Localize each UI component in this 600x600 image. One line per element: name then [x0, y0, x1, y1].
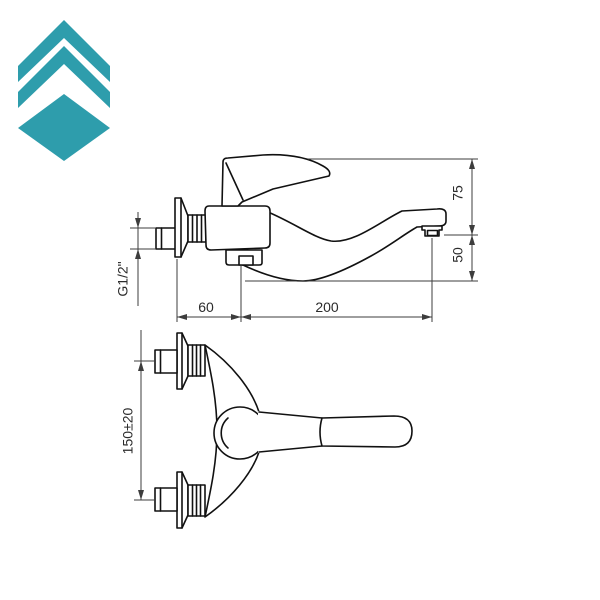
logo-diamond	[18, 94, 110, 161]
dim-label-thread: G1/2"	[115, 261, 131, 296]
side-connection-rings	[187, 214, 207, 243]
plan-connection-top	[154, 332, 206, 390]
dim-label-50: 50	[450, 247, 466, 263]
side-dim-thread: G1/2"	[115, 212, 156, 306]
dim-label-75: 75	[450, 185, 466, 201]
plan-lever-handle	[258, 411, 413, 453]
logo-chevron-middle	[18, 46, 110, 108]
side-lever-handle	[221, 153, 331, 207]
side-mixer-body	[204, 205, 271, 251]
side-view: 75 50 G1/2" 60 200	[115, 153, 478, 322]
side-dim-75-50: 75 50	[245, 158, 478, 282]
plan-connection-bottom	[154, 471, 206, 529]
logo-chevron-top	[18, 20, 110, 82]
side-aerator	[421, 225, 443, 237]
plan-dim-spacing: 150±20	[120, 330, 155, 501]
dim-label-60: 60	[198, 299, 214, 315]
side-dim-60-200: 60 200	[176, 238, 433, 322]
dim-label-200: 200	[315, 299, 339, 315]
plan-view: 150±20	[120, 330, 413, 529]
side-wall-stub	[155, 227, 177, 250]
side-spout-nut	[225, 249, 263, 266]
dim-label-spacing: 150±20	[120, 407, 136, 454]
brand-logo-icon	[18, 20, 110, 161]
side-escutcheon-cone	[174, 197, 189, 258]
